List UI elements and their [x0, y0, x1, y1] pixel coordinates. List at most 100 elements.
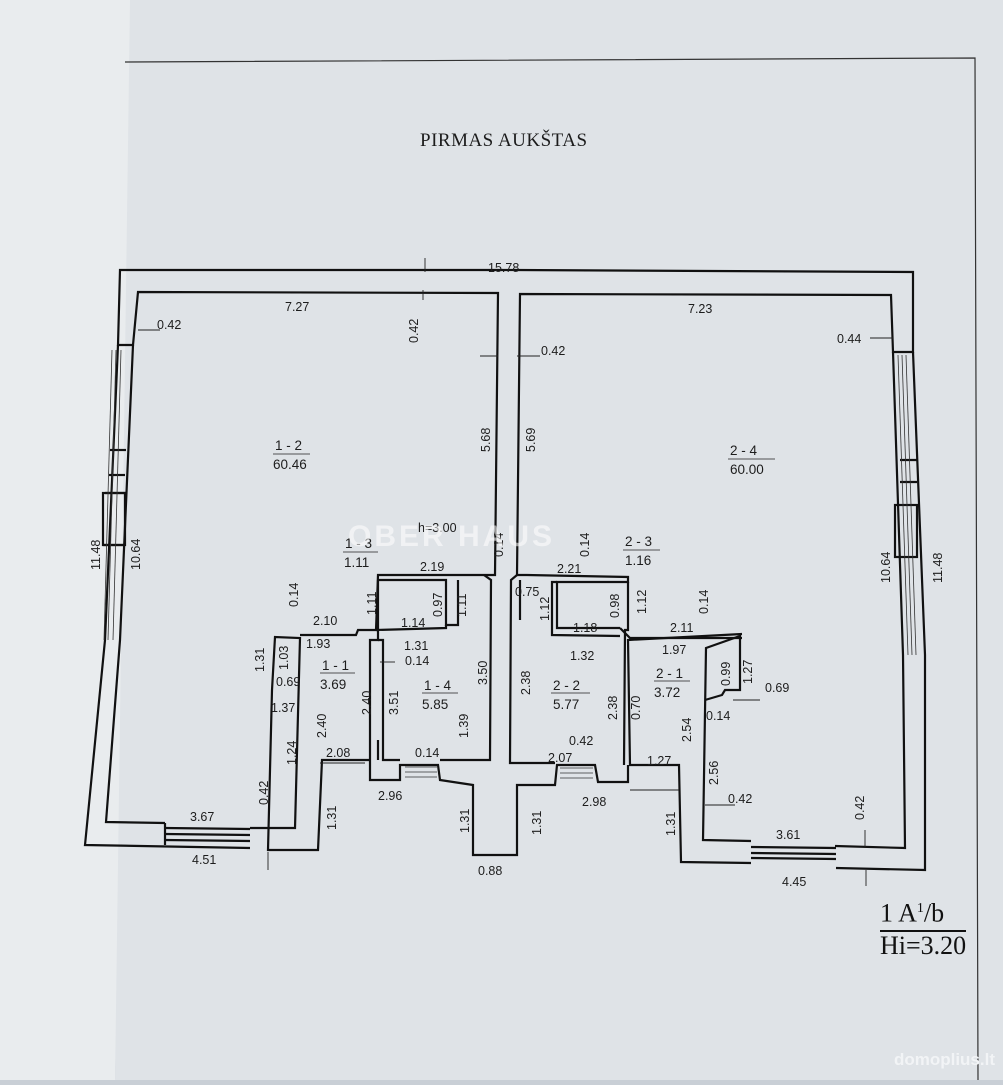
dim-label: 2.10	[313, 614, 337, 628]
dim-label: 2.11	[670, 621, 693, 635]
sheet-frame	[124, 57, 979, 1081]
dim-label: 0.14	[706, 709, 730, 723]
dim-label: 1.27	[647, 754, 671, 768]
dim-label: 3.67	[190, 810, 214, 824]
room-2-3-area: 1.16	[625, 553, 651, 568]
dim-label: 1.11	[455, 594, 469, 617]
ceiling-height-label: h=3.00	[418, 521, 457, 535]
dim-label: 0.42	[407, 319, 421, 343]
dim-label: 0.42	[541, 344, 565, 358]
dim-label: 1.93	[306, 637, 330, 651]
dim-label: 0.98	[608, 594, 622, 618]
dim-label: 0.69	[765, 681, 789, 695]
room-1-3-area: 1.11	[344, 555, 369, 570]
dim-label: 1.27	[741, 660, 755, 684]
dim-label: 2.19	[420, 560, 444, 574]
dim-label: 1.31	[253, 648, 267, 672]
dim-label: 5.68	[479, 428, 493, 452]
dim-label: 2.08	[326, 746, 350, 760]
dim-label: 10.64	[129, 539, 143, 570]
dim-label: 0.14	[492, 533, 506, 557]
dim-label: 1.32	[570, 649, 594, 663]
dim-label: 0.14	[405, 654, 429, 668]
room-2-4-area: 60.00	[730, 462, 764, 477]
dim-label: 2.38	[519, 671, 533, 695]
dim-label: 1.03	[277, 646, 291, 670]
dim-label: 10.64	[879, 552, 893, 583]
dim-label: 0.14	[578, 533, 592, 557]
floor-code-line1: 1 A1/b	[880, 895, 967, 932]
floor-code: 1 A1/b Hi=3.20	[880, 895, 967, 960]
dim-label: 0.14	[415, 746, 439, 760]
page-title: PIRMAS AUKŠTAS	[420, 130, 588, 151]
dim-label: 0.97	[431, 593, 445, 617]
room-labels: 1 - 2 60.46 2 - 4 60.00 1 - 3 1.11 2 - 3…	[273, 438, 775, 712]
floor-code-line2: Hi=3.20	[880, 930, 967, 960]
dim-label: 1.31	[458, 809, 472, 833]
dimension-lines	[138, 258, 893, 886]
dim-label: 0.14	[697, 590, 711, 614]
dim-label: 2.38	[606, 696, 620, 720]
watermark: OBER HAUS	[348, 520, 556, 553]
room-2-2-area: 5.77	[553, 697, 579, 712]
dim-label: 1.12	[538, 597, 552, 621]
dim-label: 15.78	[488, 261, 519, 275]
room-2-4-id: 2 - 4	[730, 443, 758, 458]
floor-code-suffix: /b	[923, 898, 945, 928]
dim-label: 1.12	[635, 590, 649, 614]
dim-label: 5.69	[524, 428, 538, 452]
room-1-2-area: 60.46	[273, 457, 307, 472]
room-1-1-id: 1 - 1	[322, 658, 349, 673]
dim-label: 11.48	[89, 540, 103, 570]
dim-label: 1.24	[285, 741, 299, 765]
dim-label: 1.37	[271, 701, 295, 715]
dim-label: 0.42	[157, 318, 181, 332]
room-2-3-id: 2 - 3	[625, 534, 652, 549]
left-page-edge	[0, 0, 140, 1080]
dim-label: 0.42	[569, 734, 593, 748]
dim-label: 0.69	[276, 675, 300, 689]
dim-label: 2.40	[315, 714, 329, 738]
floor-code-main: 1 A	[880, 898, 917, 928]
dim-label: 2.40	[360, 691, 374, 715]
dim-label: 7.23	[688, 302, 712, 316]
dim-label: 0.42	[728, 792, 752, 806]
dim-label: 11.48	[931, 553, 945, 583]
walls	[83, 268, 927, 872]
floor-code-sup: 1	[916, 901, 924, 916]
room-1-4-area: 5.85	[422, 697, 448, 712]
dim-label: 1.14	[401, 616, 425, 630]
dim-label: 2.98	[582, 795, 606, 809]
dim-label: 1.39	[457, 714, 471, 738]
dim-label: 1.97	[662, 643, 686, 657]
dim-label: 4.45	[782, 875, 806, 889]
dim-label: 2.07	[548, 751, 572, 765]
dimension-labels: 15.78 7.27 7.23 0.42 0.42 0.42 0.44 5.68…	[89, 261, 945, 889]
dim-label: 7.27	[285, 300, 309, 314]
dim-label: 0.88	[478, 864, 502, 878]
dim-label: 0.44	[837, 332, 861, 346]
dim-label: 1.11	[365, 592, 379, 615]
room-1-3-id: 1 - 3	[345, 536, 372, 551]
dim-label: 2.96	[378, 789, 402, 803]
dim-label: 3.61	[776, 828, 800, 842]
dim-label: 0.70	[629, 696, 643, 720]
dim-label: 2.21	[557, 562, 581, 576]
dim-label: 1.31	[404, 639, 428, 653]
window-glazing	[103, 349, 917, 779]
site-logo: domoplius.lt	[893, 1050, 995, 1069]
dim-label: 0.42	[853, 796, 867, 820]
room-2-1-area: 3.72	[654, 685, 680, 700]
dim-label: 1.18	[573, 621, 597, 635]
dim-label: 1.31	[325, 806, 339, 830]
dim-label: 1.31	[530, 811, 544, 835]
dim-label: 0.75	[515, 585, 539, 599]
room-1-2-id: 1 - 2	[275, 438, 302, 453]
room-2-1-id: 2 - 1	[656, 666, 683, 681]
dim-label: 4.51	[192, 853, 216, 867]
paper-surface	[115, 0, 1003, 1080]
dim-label: 2.54	[680, 718, 694, 742]
dim-label: 2.56	[707, 761, 721, 785]
